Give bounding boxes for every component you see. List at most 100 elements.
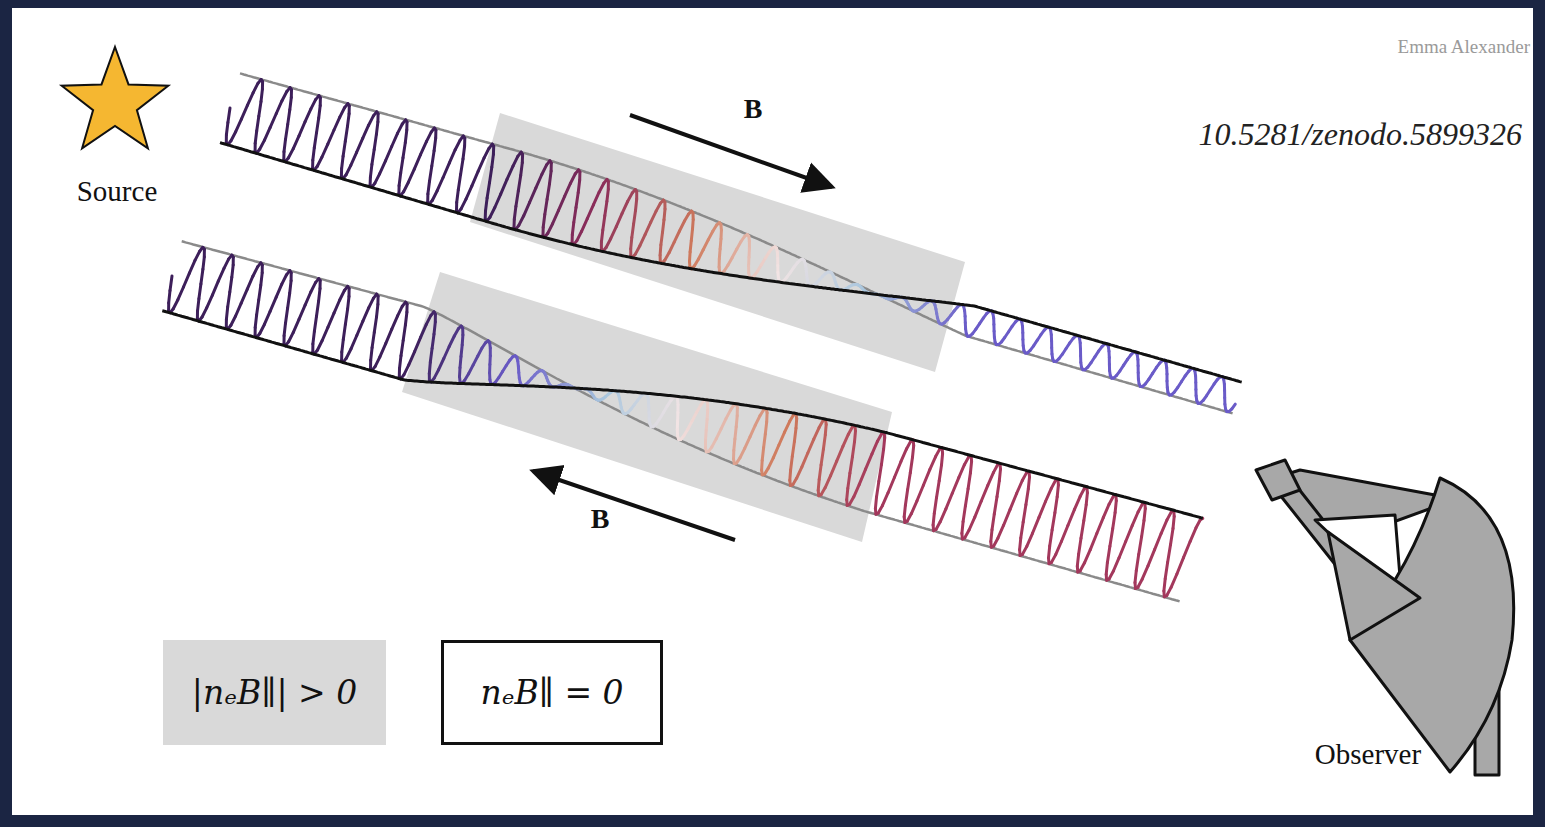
wave-segment [1028, 477, 1029, 489]
wave-segment [288, 293, 290, 308]
wave-segment [404, 182, 409, 192]
wave-segment [911, 501, 917, 514]
wave-segment [473, 356, 478, 365]
wave-segment [998, 525, 1004, 538]
wave-segment [785, 421, 790, 432]
wave-segment [852, 442, 854, 457]
wave-segment [434, 138, 436, 151]
doi-note: 10.5281/zenodo.5899326 [1198, 116, 1522, 153]
wave-segment [257, 116, 259, 131]
wave-segment [218, 268, 224, 281]
wave-segment [536, 175, 542, 188]
wave-segment [821, 449, 823, 465]
wave-segment [923, 470, 929, 486]
wave-segment [357, 138, 363, 152]
wave-segment [247, 276, 253, 289]
wave-segment [1107, 546, 1110, 562]
wave-segment [704, 430, 708, 440]
wave-segment [261, 273, 262, 285]
wave-segment [398, 306, 403, 316]
wave-segment [318, 341, 323, 351]
wave-segment [203, 257, 204, 269]
wave-segment [305, 292, 311, 305]
wave-segment [288, 110, 290, 125]
wave-segment [719, 239, 723, 249]
wave-segment [999, 469, 1000, 481]
wave-segment [553, 211, 559, 224]
wave-segment [370, 165, 372, 178]
wave-segment [819, 465, 821, 480]
author-credit: Emma Alexander [1398, 36, 1530, 58]
wave-segment [314, 133, 316, 148]
wave-segment [1142, 566, 1148, 579]
wave-segment [994, 497, 997, 514]
wave-segment [351, 152, 357, 165]
wave-segment [663, 220, 665, 233]
wave-segment [430, 348, 432, 362]
wave-segment [259, 285, 261, 300]
wave-segment [721, 419, 726, 429]
wave-segment [282, 275, 287, 284]
wave-segment [1077, 554, 1078, 566]
wave-segment [576, 193, 578, 208]
wave-segment [1105, 574, 1108, 580]
legend-swatch: |nₑB∥| > 0 [163, 640, 386, 745]
wave-segment [930, 457, 936, 470]
wave-segment [917, 485, 923, 501]
wave-segment [255, 131, 257, 143]
wave-beams [162, 73, 1241, 601]
wave-segment [1017, 481, 1023, 494]
source-star [62, 47, 169, 148]
wave-segment [937, 481, 940, 498]
wave-segment [201, 269, 203, 284]
wave-segment [408, 169, 414, 182]
wave-segment [317, 157, 322, 166]
wave-segment [189, 260, 195, 273]
wave-segment [231, 132, 236, 141]
wave-segment [305, 109, 311, 122]
ribbon-edge [220, 143, 1242, 383]
wave-segment [881, 449, 883, 464]
wave-segment [289, 332, 294, 341]
wave-segment [461, 345, 462, 357]
wave-segment [228, 108, 230, 123]
wave-segment [1136, 554, 1138, 570]
wave-segment [346, 349, 351, 359]
wave-segment [1177, 558, 1184, 574]
wave-segment [428, 181, 430, 194]
wave-segment [577, 231, 582, 240]
wave-segment [699, 250, 704, 259]
wave-segment [426, 132, 431, 142]
wave-segment [814, 428, 819, 440]
wave-segment [988, 473, 994, 486]
wave-segment [184, 273, 190, 287]
wave-segment [908, 473, 911, 490]
wave-segment [946, 493, 952, 509]
wave-segment [253, 267, 258, 276]
wave-segment [317, 301, 319, 316]
wave-segment [231, 316, 236, 325]
wave-segment [226, 307, 227, 319]
wave-segment [432, 334, 434, 348]
wave-segment [716, 429, 721, 439]
wave-segment [458, 174, 460, 189]
wave-segment [195, 251, 200, 260]
wave-segment [363, 308, 369, 321]
wave-segment [645, 222, 651, 234]
wave-segment [372, 150, 374, 165]
wave-segment [241, 289, 247, 303]
wave-segment [611, 227, 617, 239]
wave-segment [351, 336, 357, 349]
wave-segment [963, 506, 965, 522]
wave-segment [386, 329, 392, 344]
wave-segment [284, 139, 286, 151]
wave-segment [257, 300, 259, 315]
wave-segment [558, 196, 564, 210]
wave-segment [797, 467, 802, 478]
wave-segment [439, 359, 444, 370]
wave-segment [872, 441, 878, 454]
wave-segment [1026, 489, 1028, 505]
wave-segment [601, 230, 602, 242]
wave-segment [578, 180, 580, 193]
wave-segment [934, 498, 936, 514]
